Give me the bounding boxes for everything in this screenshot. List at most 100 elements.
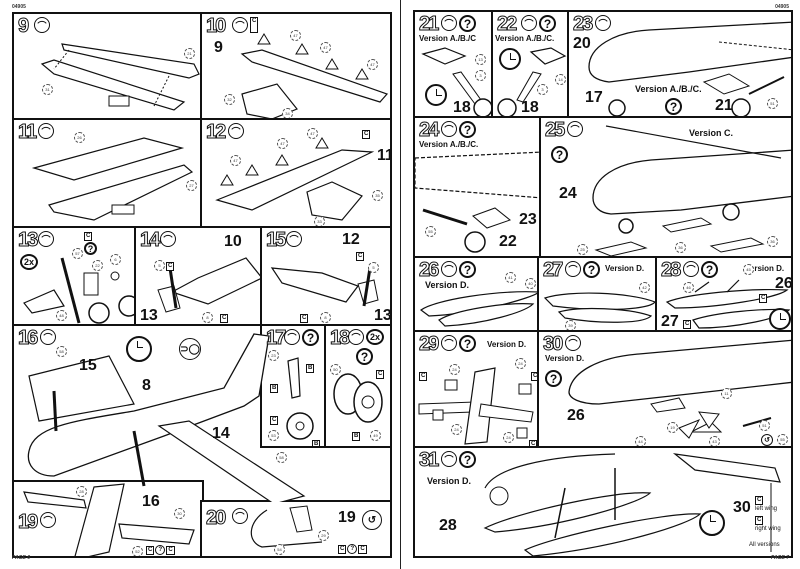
- part-label: 53: [268, 430, 279, 441]
- glue-icon: ⌒: [286, 231, 302, 247]
- decal-marker: B: [270, 384, 279, 393]
- step-number: 10: [205, 15, 226, 37]
- part-label: 8: [320, 312, 331, 323]
- glue-icon: ⌒: [595, 15, 611, 31]
- floats-assembly-illustration: [665, 279, 791, 329]
- question-icon: ?: [302, 329, 319, 346]
- part-label: 58: [276, 452, 287, 463]
- ref-number: 13: [140, 307, 158, 324]
- propeller-illustration: [23, 257, 134, 324]
- ref-number: 22: [499, 233, 517, 250]
- part-label: 47: [230, 155, 241, 166]
- wing-halves-illustration: [31, 137, 194, 221]
- ref-number: 24: [559, 185, 577, 202]
- decal-marker: C: [362, 130, 371, 139]
- version-label: Version D.: [545, 354, 585, 363]
- step-number: 15: [265, 229, 286, 251]
- part-label: 55: [425, 226, 436, 237]
- question-icon: ?: [155, 545, 166, 555]
- decal-marker: C: [529, 440, 537, 447]
- part-label: 57: [72, 248, 83, 259]
- part-label: 55: [777, 434, 788, 445]
- decal-marker: C: [338, 544, 347, 554]
- part-label: 47: [277, 138, 288, 149]
- ski-gear-illustration: [592, 125, 791, 256]
- part-label: 27: [186, 180, 197, 191]
- clock-icon: [126, 336, 152, 362]
- part-label: 47: [307, 128, 318, 139]
- step-number: 24: [418, 119, 439, 141]
- step-27-panel: 27 ⌒? Version D. 42 39: [537, 256, 657, 332]
- version-label: Version D.: [605, 264, 645, 273]
- part-label: 43: [709, 436, 720, 446]
- step-number: 14: [139, 229, 160, 251]
- step-20-panel: 20 ⌒ ↺ 19 54 29 C ? C: [200, 500, 392, 558]
- decal-marker: C: [759, 294, 768, 303]
- gear-fuselage-illustration: [415, 151, 539, 253]
- step-29-panel: 29 ⌒? Version D. C C C 24 24 24 24: [413, 330, 539, 448]
- nose-gear-illustration: [286, 357, 314, 440]
- question-icon: ?: [356, 348, 373, 365]
- fuselage-floats-illustration: [568, 339, 791, 439]
- glue-icon: ⌒: [34, 17, 50, 33]
- glue-icon: ⌒: [441, 451, 457, 467]
- ref-number: 30: [733, 499, 751, 516]
- float-halves-illustration: [543, 292, 655, 323]
- glue-icon: ⌒: [348, 329, 364, 345]
- glue-icon: ⌒: [40, 329, 56, 345]
- decal-marker: C: [356, 252, 365, 261]
- part-label: 14: [555, 74, 566, 85]
- step-22-panel: 22 ⌒? Version A./B./C. 14 3 18: [491, 10, 569, 118]
- step-18-panel: 18 ⌒2x ? 50 49 C B: [324, 324, 392, 448]
- part-label: 40: [525, 278, 536, 289]
- ref-number: 12: [342, 231, 360, 248]
- step-16-panel: 16 ⌒ ⊃◯ 15 8 14 58 58: [12, 324, 392, 504]
- clock-icon: [769, 308, 791, 330]
- version-label: Version D.: [427, 476, 472, 486]
- decal-marker: B: [352, 432, 361, 441]
- decal-marker: C: [146, 545, 155, 555]
- glue-icon: ⌒: [228, 123, 244, 139]
- step-number: 12: [205, 121, 226, 143]
- main-gear-illustration: [497, 47, 567, 116]
- step-number: 22: [496, 13, 517, 35]
- main-gear-illustration: [421, 47, 491, 116]
- step-number: 19: [17, 511, 38, 533]
- clock-icon: [425, 84, 447, 106]
- question-icon: ?: [459, 121, 476, 138]
- step-24-panel: 24 ⌒? Version A./B./C. 55 23 22: [413, 116, 541, 258]
- glue-icon: ⌒: [565, 261, 581, 277]
- decal-marker: C: [270, 416, 279, 425]
- ref-number: 23: [519, 211, 537, 228]
- part-label: 47: [367, 59, 378, 70]
- question-icon: ?: [459, 15, 476, 32]
- decal-marker: C: [755, 516, 764, 525]
- step-number: 16: [17, 327, 38, 349]
- glue-icon: ⌒: [683, 261, 699, 277]
- ref-number: 27: [661, 313, 679, 330]
- glue-icon: ⌒: [567, 121, 583, 137]
- step-31-panel: 31 ⌒? Version D. 28 30 C left wing C rig…: [413, 446, 793, 558]
- ref-number: 20: [573, 35, 591, 52]
- version-label: Version A./B./C: [419, 34, 477, 43]
- engine-nacelle-illustration: [270, 267, 379, 307]
- part-label: 35: [372, 190, 383, 201]
- ref-number: 8: [142, 377, 151, 394]
- part-label: 5: [368, 262, 379, 273]
- part-label: 22: [92, 260, 103, 271]
- step-26-panel: 26 ⌒? Version D. 41 40: [413, 256, 539, 332]
- decal-marker: C: [166, 262, 175, 271]
- question-icon: ?: [347, 544, 358, 554]
- glue-icon: ⌒: [441, 261, 457, 277]
- step-number: 31: [418, 449, 439, 471]
- question-icon: ?: [545, 370, 562, 387]
- part-label: 41: [505, 272, 516, 283]
- version-label: Version C.: [689, 128, 734, 138]
- ref-number: 18: [521, 99, 539, 116]
- decal-marker: C: [683, 320, 692, 329]
- part-label: 44: [635, 436, 646, 446]
- part-label: 21: [184, 48, 195, 59]
- step-10-panel: 10 ⌒C 9 47 47 47 32 34: [200, 12, 392, 120]
- step-number: 23: [572, 13, 593, 35]
- version-label: Version A./B./C.: [635, 84, 702, 94]
